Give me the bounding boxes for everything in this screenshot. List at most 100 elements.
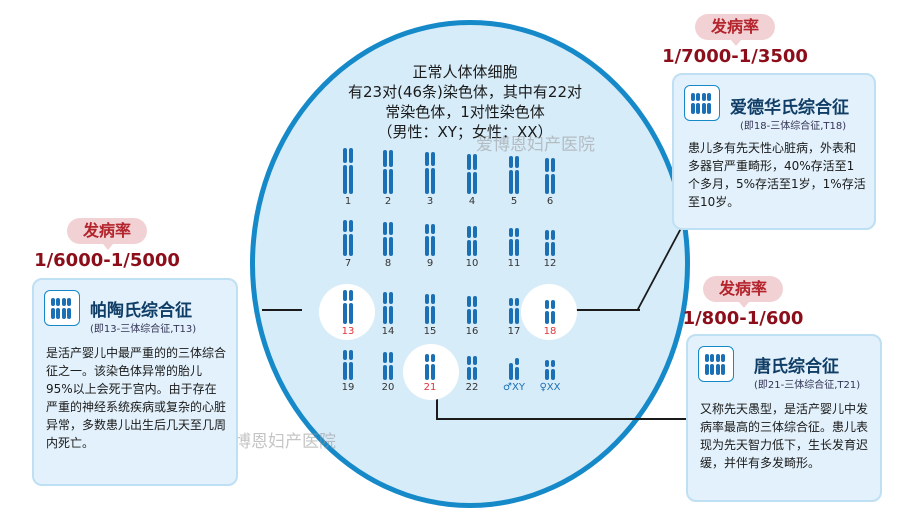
chromosome-label: 22 xyxy=(465,382,479,393)
edwards-syndrome-card: 爱德华氏综合征 (即18-三体综合征,T18) 患儿多有先天性心脏病，外表和多器… xyxy=(672,73,876,230)
karyotype-description: 正常人体体细胞 有23对(46条)染色体，其中有22对 常染色体，1对性染色体 … xyxy=(300,62,630,142)
chromatid-arm xyxy=(425,168,429,194)
chromosome-shape xyxy=(425,294,435,324)
chromatid-arm xyxy=(431,306,435,324)
chromatid-arm xyxy=(515,367,519,380)
chromosome-label: 16 xyxy=(465,326,479,337)
chromatid-arm xyxy=(425,306,429,324)
connector-patau xyxy=(262,309,302,311)
chromosome-shape xyxy=(425,224,435,256)
edwards-title: 爱德华氏综合征 xyxy=(730,98,849,118)
chromosome-pair-1-5: 12 xyxy=(532,230,568,269)
chromatid-arm xyxy=(383,169,387,194)
patau-title: 帕陶氏综合征 xyxy=(90,301,192,321)
chromatid-arm xyxy=(545,242,549,256)
chromatid-arm xyxy=(389,150,393,167)
chromosome-shape xyxy=(343,220,353,256)
chromosome-shape xyxy=(383,292,393,324)
chromosome-label: 18 xyxy=(543,326,557,337)
down-incidence-rate: 1/800-1/600 xyxy=(682,308,804,329)
chromosome-label: ♀XX xyxy=(539,382,561,393)
chromatid-arm xyxy=(383,237,387,256)
chromosome-label: 2 xyxy=(384,196,392,207)
chromatid-arm xyxy=(545,360,549,367)
chromatid-arm xyxy=(467,309,471,324)
chromatid-arm xyxy=(431,354,435,362)
chromosome-pair-3-2: 21 xyxy=(412,354,448,393)
patau-subtitle: (即13-三体综合征,T13) xyxy=(90,324,197,335)
chromatid-arm xyxy=(343,290,347,301)
chromosome-shape xyxy=(545,158,555,194)
chromatid-arm xyxy=(551,311,555,324)
chromosome-shape xyxy=(383,222,393,256)
chromosome-pair-2-1: 14 xyxy=(370,292,406,337)
chromatid-arm xyxy=(389,365,393,380)
chromosome-label: 14 xyxy=(381,326,395,337)
chromatid-arm xyxy=(343,165,347,194)
chromatid-arm xyxy=(343,303,347,324)
chromatid-arm xyxy=(509,170,513,194)
down-syndrome-card: 唐氏综合征 (即21-三体综合征,T21) 又称先天愚型，是活产婴儿中发病率最高… xyxy=(686,334,882,502)
chromatid-arm xyxy=(515,156,519,168)
chromatid-arm xyxy=(349,234,353,256)
chromatid-arm xyxy=(431,294,435,304)
chromosome-label: 12 xyxy=(543,258,557,269)
chromatid-arm xyxy=(431,236,435,256)
chromatid-arm xyxy=(509,239,513,256)
down-description: 又称先天愚型，是活产婴儿中发病率最高的三体综合征。患儿表现为先天智力低下，生长发… xyxy=(700,402,869,470)
chromatid-arm xyxy=(473,240,477,256)
chromosome-label: 9 xyxy=(426,258,434,269)
chromatid-arm xyxy=(545,174,549,194)
chromosome-label: 7 xyxy=(344,258,352,269)
chromatid-arm xyxy=(383,150,387,167)
chromatid-arm xyxy=(509,156,513,168)
chromosome-icon xyxy=(44,290,80,326)
down-incidence-label: 发病率 xyxy=(703,276,783,308)
chromatid-arm xyxy=(467,356,471,365)
chromosome-label: 20 xyxy=(381,382,395,393)
chromatid-arm xyxy=(389,292,393,304)
chromosome-shape xyxy=(509,228,519,256)
chromatid-arm xyxy=(425,294,429,304)
chromosome-label: 3 xyxy=(426,196,434,207)
chromatid-arm xyxy=(509,367,513,380)
patau-syndrome-card: 帕陶氏综合征 (即13-三体综合征,T13) 是活产婴儿中最严重的的三体综合征之… xyxy=(32,278,238,486)
chromosome-label: 17 xyxy=(507,326,521,337)
chromatid-arm xyxy=(509,298,513,306)
chromosome-pair-3-0: 19 xyxy=(330,350,366,393)
chromatid-arm xyxy=(431,168,435,194)
connector-down-h xyxy=(436,418,688,420)
chromatid-arm xyxy=(349,303,353,324)
chromatid-arm xyxy=(383,365,387,380)
chromatid-arm xyxy=(551,242,555,256)
chromosome-pair-2-0: 13 xyxy=(330,290,366,337)
chromosome-icon xyxy=(698,346,734,382)
chromatid-arm xyxy=(425,152,429,166)
chromatid-arm xyxy=(425,354,429,362)
chromatid-arm xyxy=(515,170,519,194)
chromatid-arm xyxy=(425,236,429,256)
chromosome-pair-1-4: 11 xyxy=(496,228,532,269)
chromosome-shape xyxy=(509,156,519,194)
chromatid-arm xyxy=(473,154,477,170)
edwards-incidence-rate: 1/7000-1/3500 xyxy=(662,46,808,67)
chromatid-arm xyxy=(509,308,513,324)
chromatid-arm xyxy=(467,154,471,170)
chromosome-pair-3-1: 20 xyxy=(370,352,406,393)
chromatid-arm xyxy=(545,311,549,324)
chromatid-arm xyxy=(467,240,471,256)
chromosome-shape xyxy=(467,356,477,380)
chromosome-label: 11 xyxy=(507,258,521,269)
chromatid-arm xyxy=(467,226,471,238)
chromatid-arm xyxy=(389,306,393,324)
chromosome-shape xyxy=(343,148,353,194)
chromosome-pair-0-0: 1 xyxy=(330,148,366,207)
patau-incidence-rate: 1/6000-1/5000 xyxy=(34,250,180,271)
chromosome-label: 10 xyxy=(465,258,479,269)
chromosome-label: 15 xyxy=(423,326,437,337)
chromatid-arm xyxy=(545,300,549,309)
chromosome-pair-2-4: 17 xyxy=(496,298,532,337)
chromosome-shape xyxy=(467,154,477,194)
chromosome-shape xyxy=(545,230,555,256)
chromatid-arm xyxy=(515,228,519,237)
